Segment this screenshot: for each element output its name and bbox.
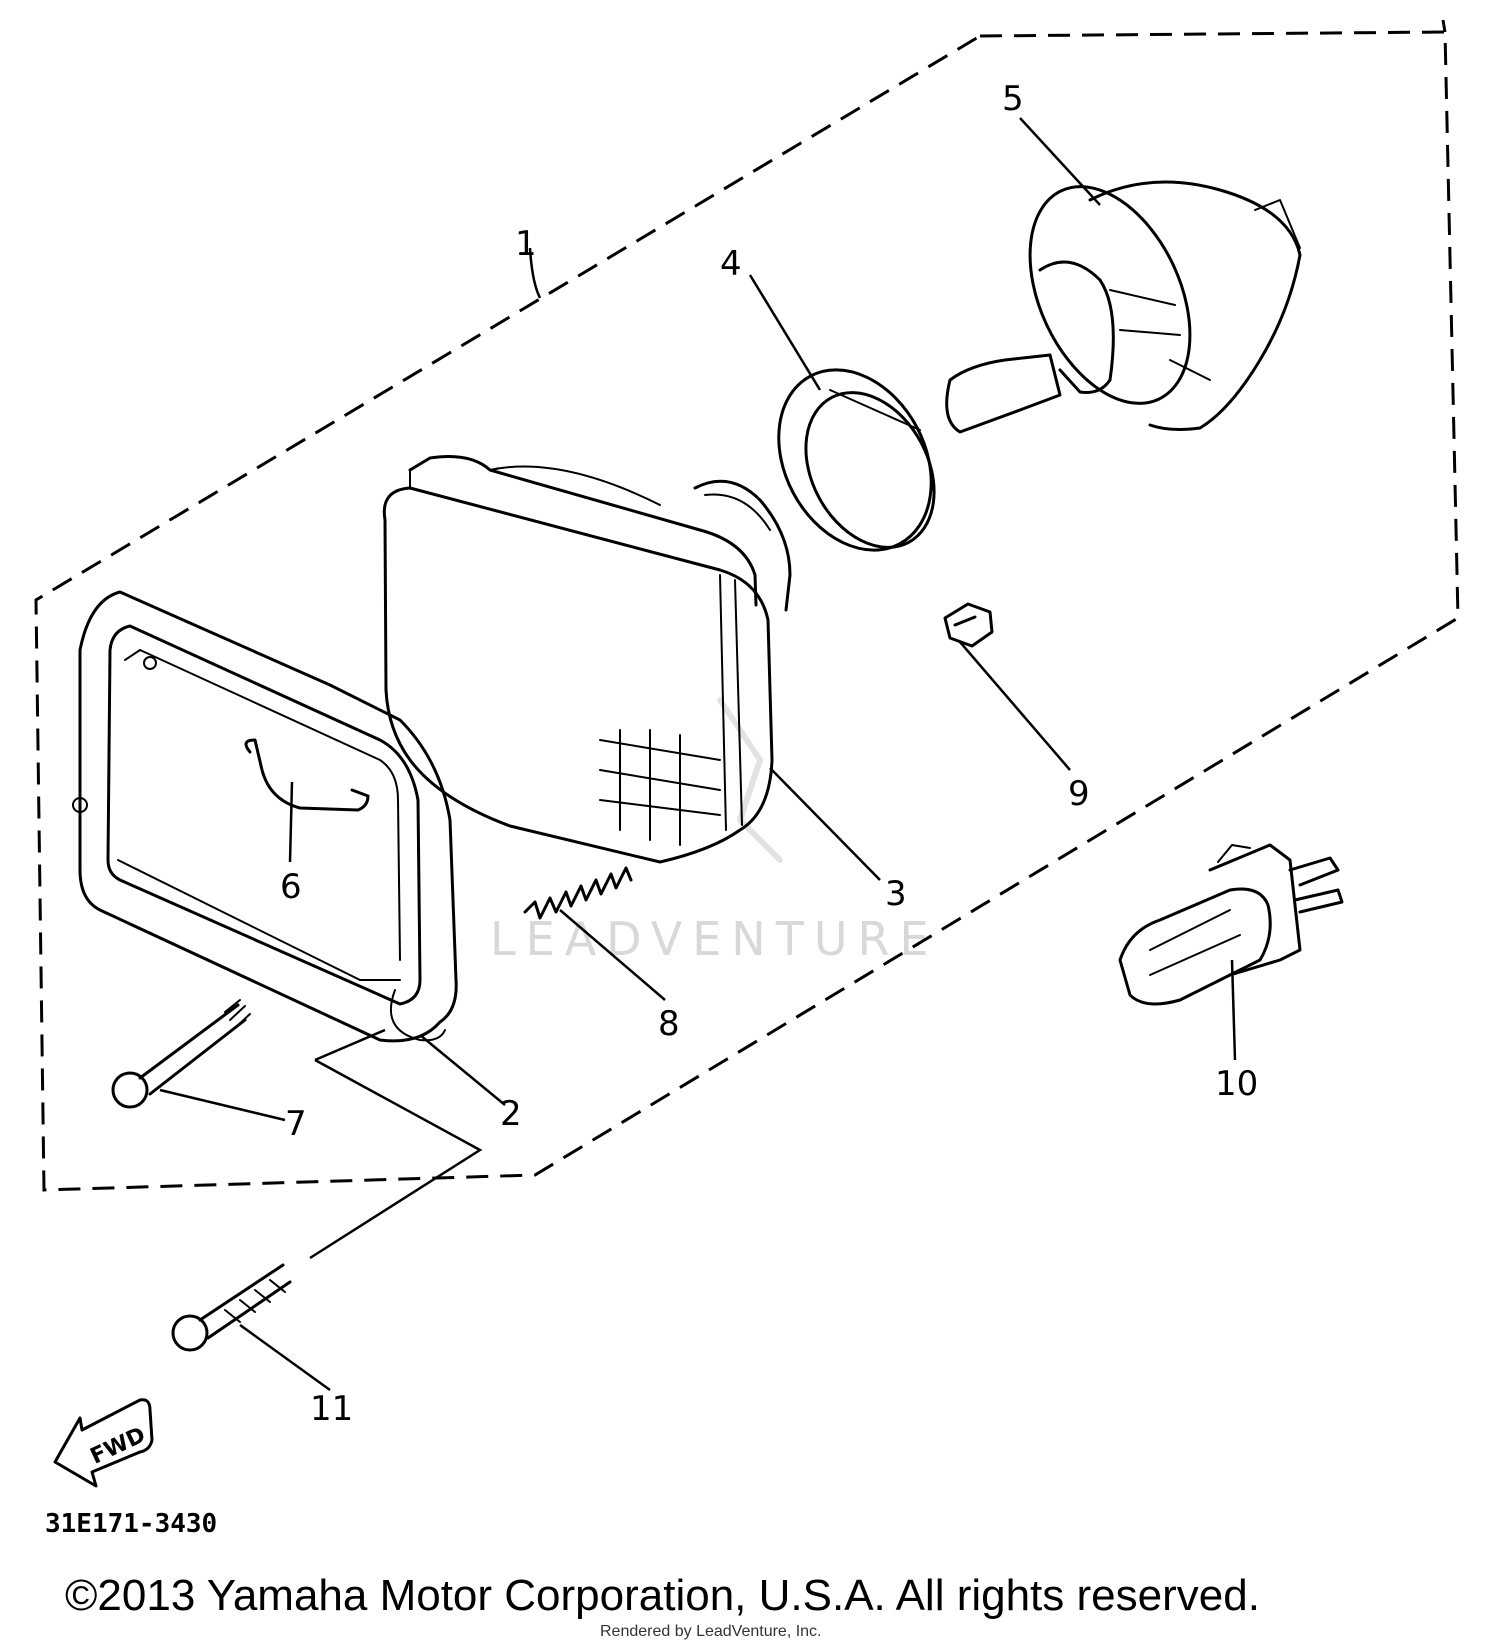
copyright-notice: ©2013 Yamaha Motor Corporation, U.S.A. A… — [65, 1571, 1260, 1620]
mounting-screw-long — [171, 1263, 292, 1352]
callout-10: 10 — [1215, 1064, 1258, 1104]
callout-6: 6 — [280, 867, 302, 907]
headlight-rim — [72, 590, 458, 1043]
callout-numbers: 1 2 3 4 5 6 7 8 9 10 11 — [280, 79, 1258, 1429]
callout-2: 2 — [500, 1094, 522, 1134]
assembly-boundary — [34, 30, 1460, 1192]
mounting-screw-short — [111, 999, 251, 1109]
forward-arrow-icon: FWD — [53, 1398, 154, 1488]
sealed-beam-unit — [382, 455, 792, 864]
adjuster-nut — [943, 602, 994, 648]
retaining-clip — [244, 738, 370, 812]
callout-3: 3 — [885, 874, 907, 914]
callout-8: 8 — [658, 1004, 680, 1044]
callout-11: 11 — [310, 1389, 353, 1429]
callout-5: 5 — [1002, 79, 1024, 119]
watermark: LEADVENTURE — [490, 697, 939, 966]
callout-7: 7 — [285, 1104, 307, 1144]
leader-lines — [159, 117, 1237, 1392]
callout-1: 1 — [515, 224, 537, 264]
bulb-socket — [945, 180, 1302, 434]
drawing-code: 31E171-3430 — [45, 1509, 217, 1539]
halogen-bulb — [1118, 843, 1344, 1006]
adjuster-spring — [523, 866, 633, 920]
render-note: Rendered by LeadVenture, Inc. — [600, 1623, 822, 1640]
socket-ring — [777, 368, 936, 552]
callout-9: 9 — [1068, 774, 1090, 814]
watermark-text: LEADVENTURE — [490, 912, 939, 966]
callout-4: 4 — [720, 244, 742, 284]
